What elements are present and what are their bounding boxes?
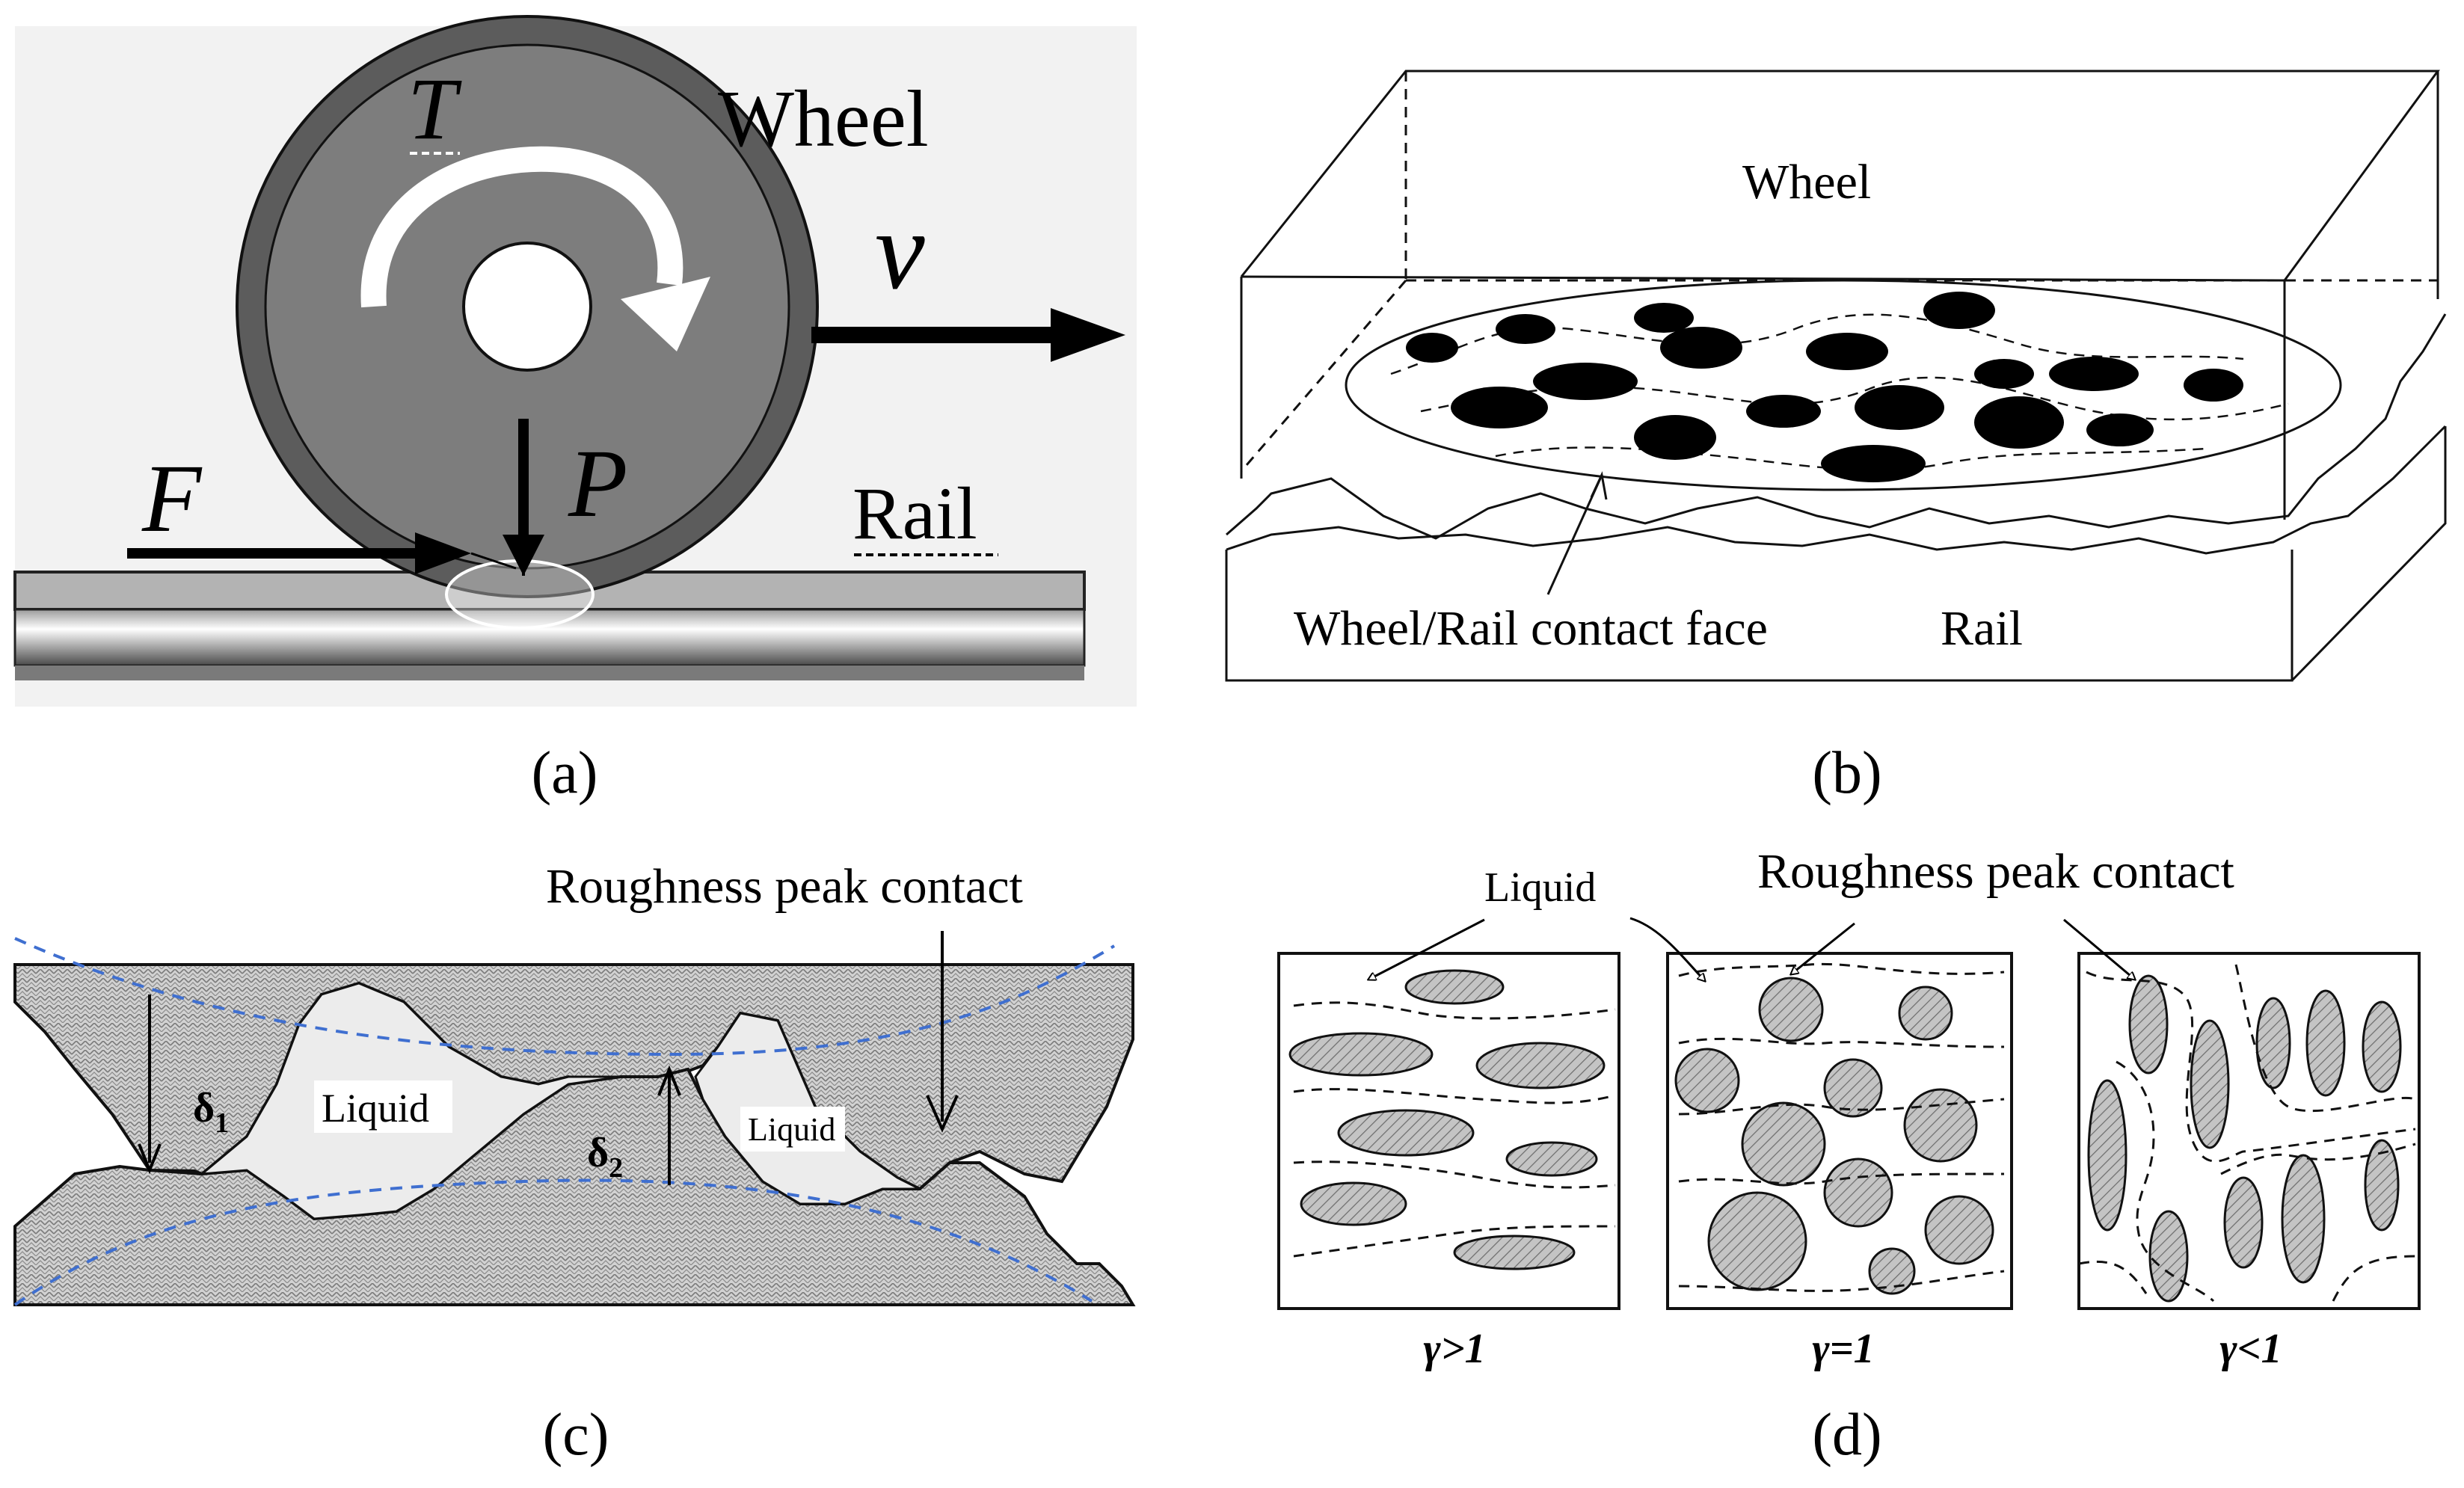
contact-zone: [445, 559, 595, 630]
velocity-label: v: [875, 188, 925, 313]
roughness-pointer-2: [2063, 918, 2135, 980]
wheel-axle: [462, 242, 592, 372]
contact-face-pointer: [1546, 478, 1602, 595]
force-label: F: [141, 445, 203, 553]
liquid-pointer-1: [1368, 918, 1485, 980]
panel-d: Liquid Roughness peak contact γ>1 γ=1 γ<…: [1277, 844, 2421, 1468]
box-gamma-greater: [1277, 952, 1620, 1310]
contact-face-ellipse: [1345, 279, 2342, 491]
rail-label-b: Rail: [1941, 601, 2023, 656]
roughness-label-d: Roughness peak contact: [1757, 844, 2234, 899]
liquid-label-c2: Liquid: [748, 1111, 835, 1148]
liquid-label-d: Liquid: [1484, 864, 1596, 911]
torque-label: T: [408, 60, 462, 158]
delta2-label: δ2: [587, 1130, 623, 1184]
box-gamma-equal: [1666, 952, 2013, 1310]
panel-b: [1225, 70, 2447, 682]
wheel-a: [236, 15, 819, 598]
delta1-label: δ1: [193, 1085, 229, 1139]
contact-face-label: Wheel/Rail contact face: [1294, 601, 1768, 656]
panel-b-spots: [1406, 292, 2243, 482]
panel-c: Roughness peak contact Liquid Liquid δ1 …: [13, 859, 1136, 1468]
caption-a: (a): [532, 740, 598, 806]
panel-b-labels: Wheel Wheel/Rail contact face Rail (b): [1294, 155, 2023, 806]
caption-b: (b): [1812, 740, 1881, 806]
load-label: P: [568, 430, 627, 538]
gamma-equal-label: γ=1: [1812, 1326, 1874, 1372]
panel-a: T Wheel v F P Rail (a): [13, 15, 1137, 806]
rail-block: [1225, 550, 2294, 682]
wheel-block: [1240, 70, 2440, 281]
liquid-label-c1: Liquid: [322, 1086, 429, 1131]
lower-dashed-curve: [13, 1178, 1093, 1306]
torque-arrow: [360, 146, 683, 308]
roughness-pointer-1: [1791, 922, 1855, 974]
caption-d: (d): [1812, 1402, 1881, 1468]
gamma-greater-label: γ>1: [1423, 1326, 1485, 1372]
liquid-pointer-2: [1629, 917, 1705, 981]
rail-label-a: Rail: [852, 472, 977, 555]
roughness-label-c: Roughness peak contact: [546, 859, 1023, 914]
wheel-label-b: Wheel: [1742, 155, 1871, 209]
torque-arrow-head: [621, 277, 710, 351]
wheel-label-a: Wheel: [718, 75, 929, 164]
rough-interface: [1226, 313, 2447, 540]
gamma-less-label: γ<1: [2219, 1326, 2282, 1372]
caption-c: (c): [543, 1402, 609, 1468]
box-gamma-less: [2077, 952, 2421, 1310]
